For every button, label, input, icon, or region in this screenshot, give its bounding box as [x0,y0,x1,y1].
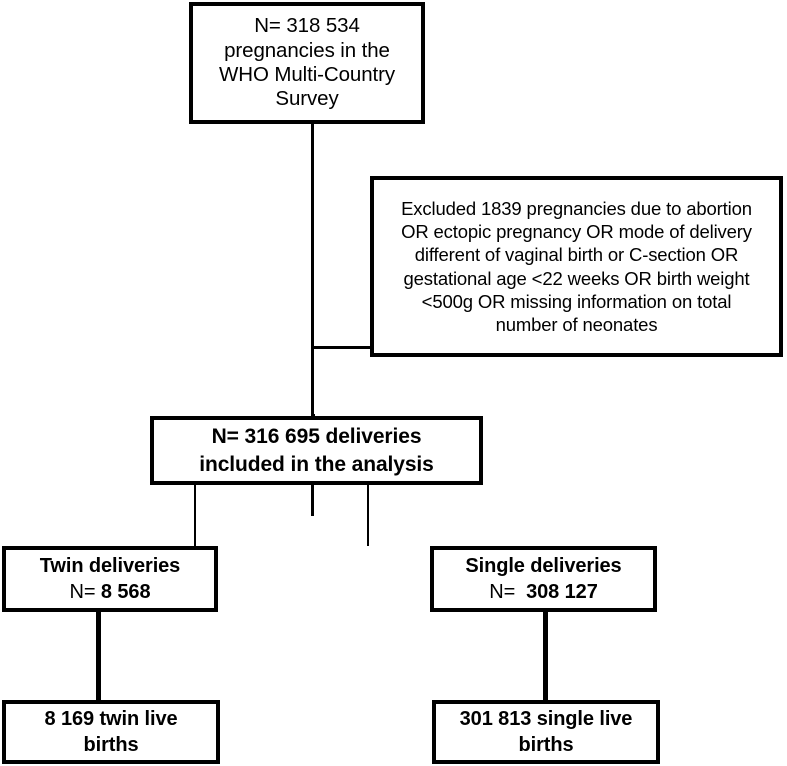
node-source-line-3: WHO Multi-Country [219,63,395,86]
node-twin-births-line-2: births [83,734,139,756]
connector-twin-to-twin-births [96,610,101,702]
node-analysis-line-2: included in the analysis [199,452,434,476]
connector-source-to-analysis [311,124,314,516]
node-single-deliveries: Single deliveries N= 308 127 [430,546,657,612]
node-source-line-4: Survey [275,87,339,111]
connector-single-to-single-births [543,610,548,702]
node-single-label: Single deliveries [465,555,622,577]
node-excluded-line-4: gestational age <22 weeks OR birth weigh… [403,267,750,289]
node-source-line-2: pregnancies in the [224,38,390,62]
node-single-births-line-1: 301 813 single live [459,708,633,730]
connector-source-to-excluded [311,346,372,349]
node-excluded-line-3: different of vaginal birth or C-section … [414,244,739,266]
node-analysis-line-1: N= 316 695 deliveries [211,424,422,448]
node-twin-count: N= 8 568 [6,579,214,605]
node-source-population: N= 318 534 pregnancies in the WHO Multi-… [189,2,425,124]
node-single-n-prefix: N= [489,581,516,603]
node-excluded-line-5: <500g OR missing information on total [421,290,732,312]
node-twin-n-prefix: N= [69,581,96,603]
node-single-n-value: 308 127 [526,581,598,603]
node-single-births-line-2: births [518,734,574,756]
node-twin-births-line-1: 8 169 twin live [44,708,178,730]
node-twin-label: Twin deliveries [39,555,181,577]
connector-analysis-to-single [367,485,369,546]
node-source-line-1: N= 318 534 [254,14,360,38]
node-excluded-line-1: Excluded 1839 pregnancies due to abortio… [401,198,752,220]
node-excluded-line-2: OR ectopic pregnancy OR mode of delivery [401,221,752,243]
node-twin-deliveries: Twin deliveries N= 8 568 [2,546,218,612]
node-twin-n-value: 8 568 [100,581,151,603]
connector-analysis-to-twin [194,485,196,546]
node-twin-live-births: 8 169 twin live births [2,700,220,764]
node-excluded-line-6: number of neonates [495,313,658,335]
node-excluded-pregnancies: Excluded 1839 pregnancies due to abortio… [370,176,783,357]
node-single-count: N= 308 127 [434,579,653,605]
connector-trunk-to-analysis-top [311,414,315,417]
node-deliveries-included: N= 316 695 deliveries included in the an… [150,416,483,485]
node-single-live-births: 301 813 single live births [432,700,660,764]
